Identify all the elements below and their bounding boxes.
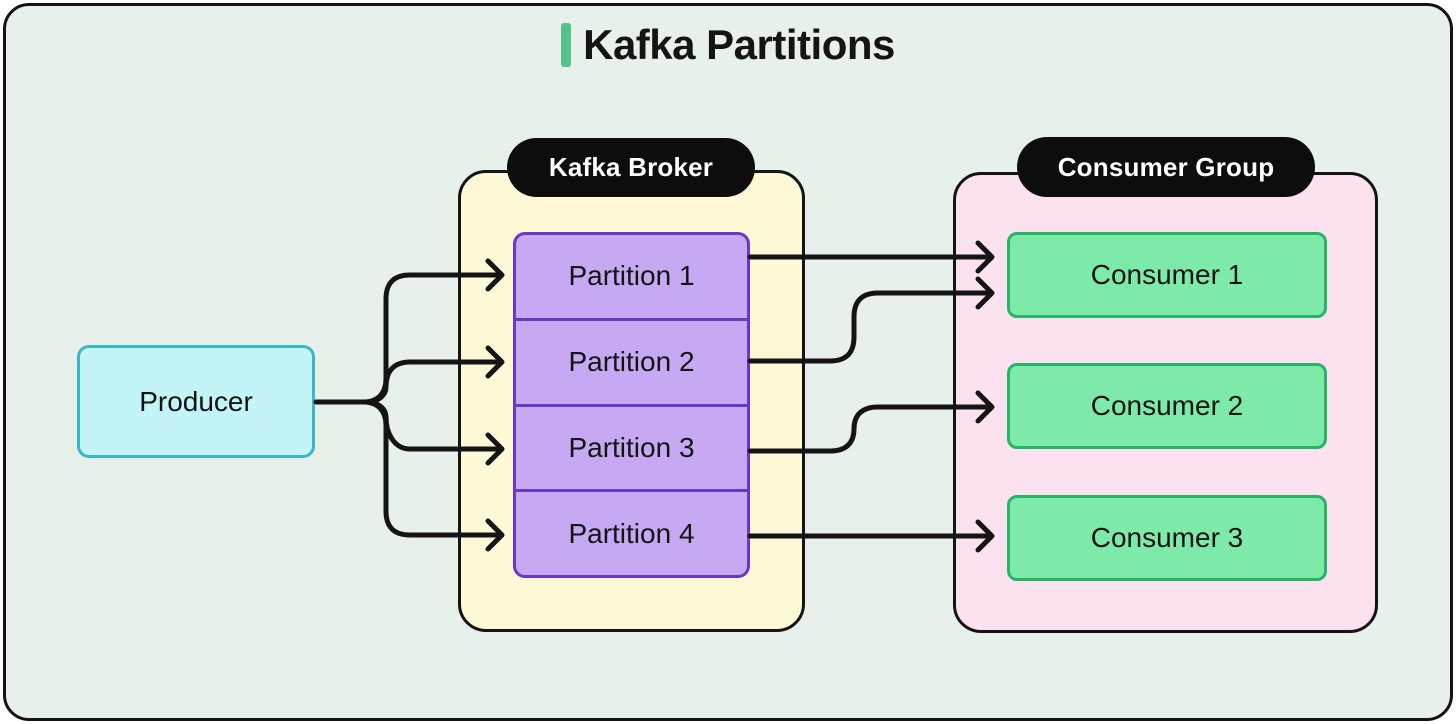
producer-label: Producer [139,385,253,417]
partition-row: Partition 4 [516,489,747,575]
kafka-broker-label-pill: Kafka Broker [507,138,755,197]
consumer-label: Consumer 1 [1090,259,1244,290]
kafka-broker-label: Kafka Broker [548,152,714,182]
consumer-group-label-pill: Consumer Group [1017,137,1315,197]
partition-label: Partition 2 [568,346,695,378]
consumer-group-label: Consumer Group [1057,151,1275,182]
consumer-node: Consumer 3 [1007,495,1327,581]
partition-label: Partition 1 [568,260,695,292]
partition-row: Partition 2 [516,317,747,404]
partition-row: Partition 3 [516,403,747,490]
diagram-title-row: Kafka Partitions [0,21,1456,68]
partition-label: Partition 4 [568,517,695,549]
page-title: Kafka Partitions [583,21,895,68]
partition-row: Partition 1 [516,235,747,318]
partition-stack: Partition 1 Partition 2 Partition 3 Part… [513,232,750,578]
kafka-broker-container: Partition 1 Partition 2 Partition 3 Part… [458,170,805,632]
consumer-label: Consumer 3 [1090,522,1244,553]
consumer-node: Consumer 1 [1007,232,1327,318]
title-accent-bar [561,23,572,68]
consumer-node: Consumer 2 [1007,363,1327,449]
consumer-group-container: Consumer 1 Consumer 2 Consumer 3 [953,172,1378,633]
producer-node: Producer [77,345,315,458]
consumer-label: Consumer 2 [1090,390,1244,421]
partition-label: Partition 3 [568,431,695,463]
